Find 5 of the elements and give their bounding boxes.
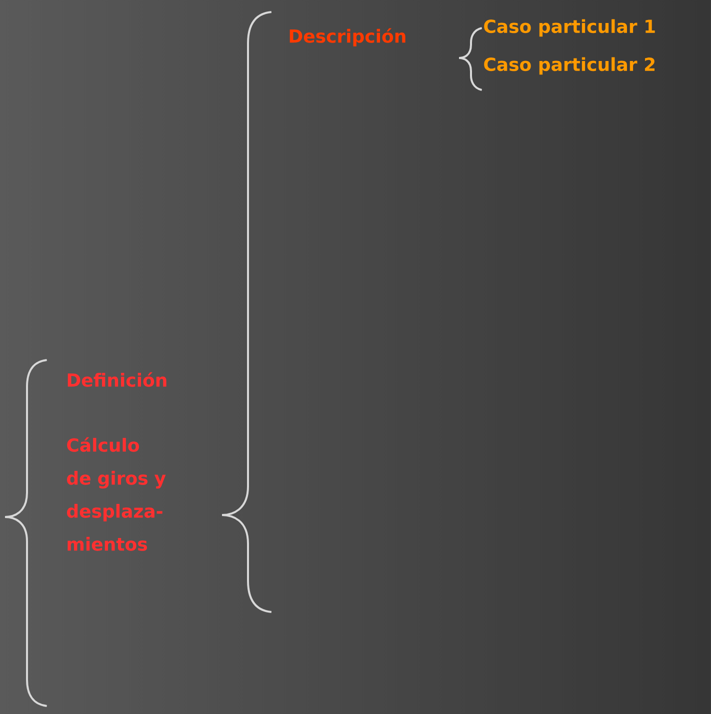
label-text: Caso particular 1	[484, 19, 655, 37]
label-text: Caso particular 2	[484, 57, 654, 75]
label-text: Descripción	[290, 28, 406, 46]
label-text: Definición	[68, 372, 166, 387]
label-text: Cálculo de giros y desplaza-mientos	[67, 437, 166, 551]
